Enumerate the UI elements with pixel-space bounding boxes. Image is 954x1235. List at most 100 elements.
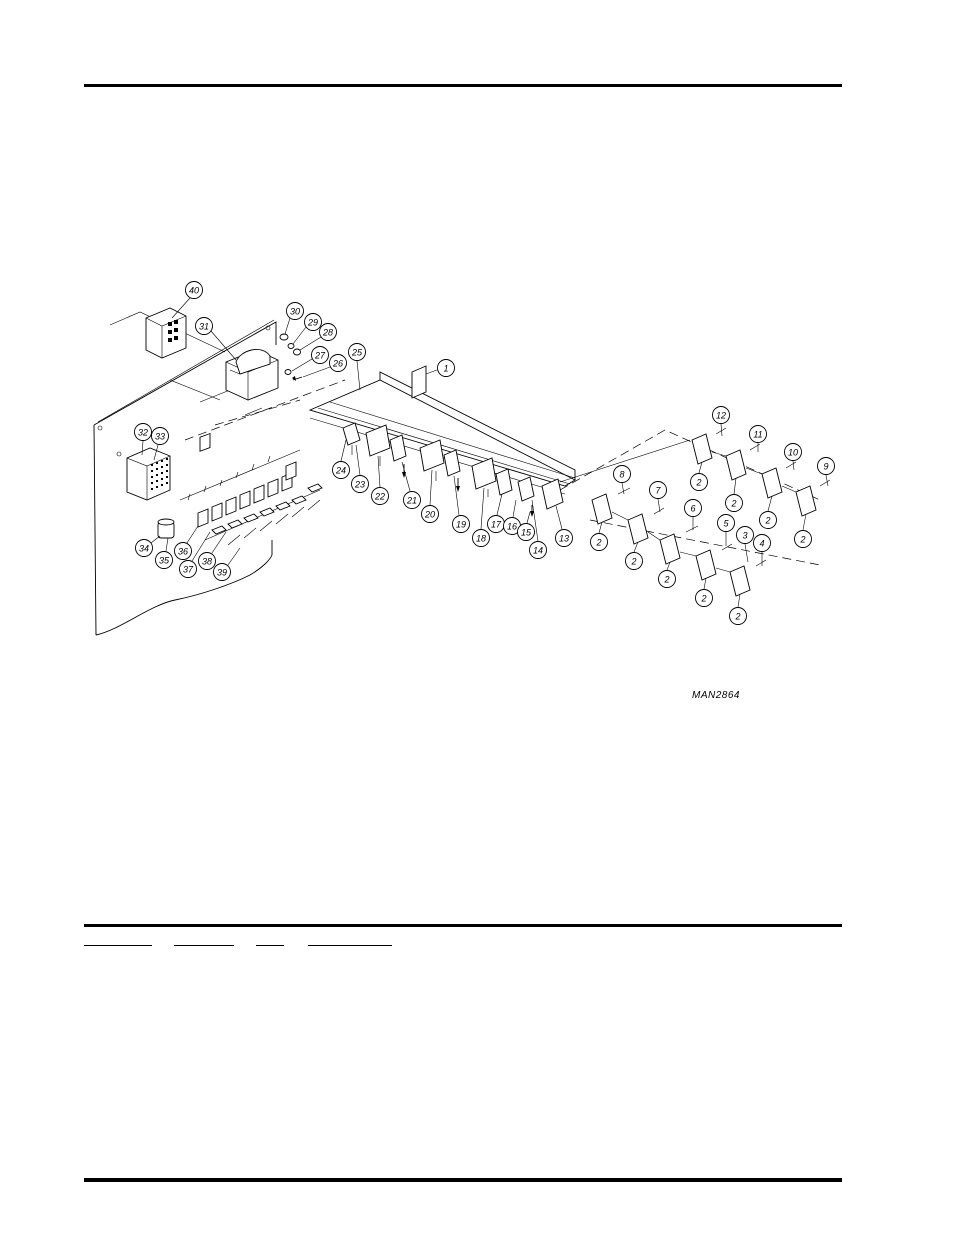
assembly-lines [109, 311, 821, 566]
callout-label-29: 29 [307, 318, 318, 328]
callout-26: 26 [302, 354, 347, 378]
callout-label-31: 31 [199, 322, 209, 332]
indicator-lamp [157, 518, 175, 539]
callout-label-6: 6 [690, 504, 695, 514]
callout-18: 18 [472, 487, 490, 547]
callout-label-36: 36 [178, 547, 188, 557]
callout-40: 40 [171, 281, 203, 319]
callout-label-30: 30 [290, 307, 300, 317]
callout-21: 21 [401, 461, 421, 509]
callout-label-35: 35 [159, 556, 170, 566]
callout-label-13: 13 [559, 534, 569, 544]
callout-label-1: 1 [443, 364, 448, 374]
callout-38: 38 [198, 531, 227, 570]
relay-socket [145, 307, 187, 359]
column-header-illustration-number [174, 935, 234, 946]
callout-11: 11 [749, 425, 767, 452]
callout-24: 24 [332, 439, 350, 479]
callout-17: 17 [487, 493, 505, 533]
callout-20: 20 [421, 469, 439, 523]
callout-2c: 2 [658, 561, 676, 588]
callout-label-20: 20 [424, 510, 435, 520]
callout-label-11: 11 [753, 430, 762, 440]
callout-19: 19 [452, 475, 470, 533]
callout-label-12: 12 [716, 411, 726, 421]
callout-label-16: 16 [507, 522, 517, 532]
callout-35: 35 [155, 537, 173, 569]
callout-39: 39 [213, 547, 241, 581]
callout-31: 31 [195, 317, 237, 361]
header-rule [84, 84, 842, 87]
callout-label-37: 37 [183, 565, 194, 575]
callout-label-14: 14 [533, 546, 543, 556]
callout-2e: 2 [729, 593, 747, 625]
callout-label-24: 24 [335, 466, 346, 476]
callout-label-9: 9 [823, 462, 828, 472]
callout-label-2h: 2 [764, 516, 770, 526]
callout-14: 14 [529, 499, 547, 559]
callout-label-7: 7 [655, 486, 661, 496]
footer-rule [84, 1178, 842, 1182]
table-top-rule [84, 924, 842, 927]
callout-label-10: 10 [788, 448, 798, 458]
callout-29: 29 [292, 313, 322, 345]
callout-37: 37 [179, 531, 211, 578]
callout-2h: 2 [759, 495, 777, 529]
callout-4: 4 [753, 534, 771, 566]
callout-label-2g: 2 [730, 499, 736, 509]
callout-36: 36 [174, 525, 199, 560]
column-header-quantity [256, 935, 284, 946]
callout-2f: 2 [690, 461, 708, 491]
control-panel-plate [93, 319, 277, 636]
callout-2i: 2 [794, 513, 812, 548]
callout-label-18: 18 [476, 534, 486, 544]
mounting-hardware [279, 333, 303, 381]
callout-label-40: 40 [189, 286, 199, 296]
callout-label-38: 38 [202, 557, 212, 567]
callout-label-39: 39 [217, 568, 227, 578]
module-chain [559, 427, 831, 597]
callout-30: 30 [284, 302, 304, 335]
callout-23: 23 [351, 444, 369, 493]
callout-28: 28 [299, 323, 337, 351]
callout-label-2i: 2 [799, 535, 805, 545]
callout-label-2d: 2 [700, 594, 706, 604]
callout-25: 25 [348, 343, 366, 391]
callout-27: 27 [291, 346, 329, 372]
callout-5: 5 [717, 514, 735, 546]
callout-8: 8 [613, 465, 631, 495]
callout-label-32: 32 [138, 428, 148, 438]
callout-label-2c: 2 [663, 575, 669, 585]
callout-label-26: 26 [332, 359, 343, 369]
callout-label-34: 34 [139, 544, 149, 554]
callout-9: 9 [817, 457, 835, 487]
callout-7: 7 [649, 481, 667, 513]
callout-label-33: 33 [155, 432, 165, 442]
column-header-description [308, 935, 392, 946]
rail-modules [342, 422, 564, 517]
callout-label-2e: 2 [734, 612, 740, 622]
callout-22: 22 [371, 455, 389, 505]
callout-label-15: 15 [521, 528, 532, 538]
callout-label-3: 3 [742, 531, 747, 541]
callout-2b: 2 [625, 541, 643, 570]
callout-6: 6 [684, 499, 702, 530]
end-bracket [411, 365, 427, 399]
callout-1: 1 [425, 359, 455, 377]
column-header-part-number [84, 935, 152, 946]
callout-label-27: 27 [314, 351, 326, 361]
din-rail [308, 371, 576, 495]
fuse-holder-row [179, 432, 323, 546]
callout-label-5: 5 [723, 519, 729, 529]
callout-2g: 2 [725, 477, 743, 512]
callout-label-2f: 2 [695, 478, 701, 488]
callout-label-17: 17 [491, 520, 502, 530]
terminal-block [126, 447, 171, 501]
transformer [225, 349, 279, 401]
callout-34: 34 [135, 535, 161, 557]
callout-label-25: 25 [351, 348, 363, 358]
callout-label-8: 8 [619, 470, 624, 480]
callout-label-23: 23 [354, 480, 365, 490]
callout-label-19: 19 [456, 520, 466, 530]
